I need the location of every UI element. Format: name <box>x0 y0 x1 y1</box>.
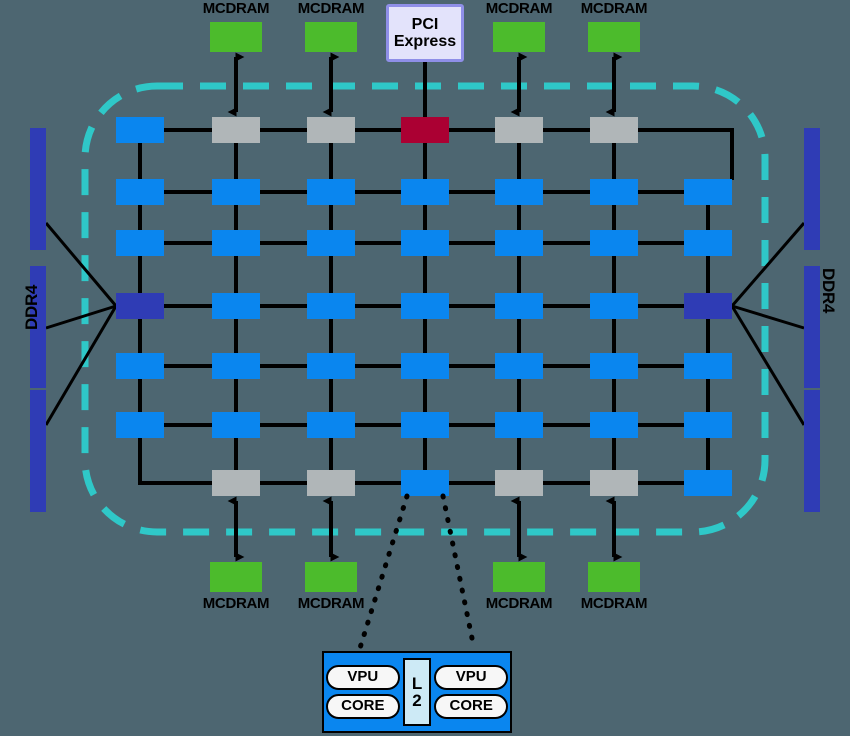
mesh-tile <box>495 470 543 496</box>
ddr4-bank-right <box>804 390 820 512</box>
pci-express-block: PCI Express <box>386 4 464 62</box>
mesh-tile <box>495 117 543 143</box>
mcdram-blocks <box>210 22 640 592</box>
mesh-tile <box>212 293 260 319</box>
mesh-tiles <box>116 117 732 496</box>
ddr4-bank-left <box>30 266 46 388</box>
core-pair-right: VPU CORE <box>434 665 509 719</box>
core-callout-lines <box>357 493 477 651</box>
mcdram-bottom-label: MCDRAM <box>202 595 270 612</box>
mesh-tile <box>307 293 355 319</box>
mesh-tile <box>401 179 449 205</box>
mesh-tile <box>495 353 543 379</box>
mesh-tile <box>116 412 164 438</box>
mesh-tile <box>116 353 164 379</box>
mesh-tile <box>116 117 164 143</box>
mesh-tile <box>212 412 260 438</box>
mcdram-block-top <box>305 22 357 52</box>
mesh-tile <box>401 230 449 256</box>
mesh-tile <box>401 293 449 319</box>
core-pair-left: VPU CORE <box>325 665 400 719</box>
mesh-tile <box>684 412 732 438</box>
mesh-tile <box>590 353 638 379</box>
mcdram-block-top <box>210 22 262 52</box>
mcdram-block-bottom <box>493 562 545 592</box>
mesh-tile <box>212 470 260 496</box>
l2-label-line1: L <box>411 674 423 693</box>
mesh-tile <box>401 117 449 143</box>
mesh-tile <box>495 412 543 438</box>
mesh-tile <box>590 412 638 438</box>
mcdram-block-bottom <box>210 562 262 592</box>
mesh-tile <box>684 353 732 379</box>
mcdram-block-top <box>493 22 545 52</box>
mesh-tile <box>212 117 260 143</box>
mesh-tile <box>212 353 260 379</box>
vpu-right-label: VPU <box>434 665 509 690</box>
ddr4-bank-left <box>30 128 46 250</box>
mesh-links <box>138 60 734 485</box>
pci-express-line2: Express <box>393 33 457 50</box>
mesh-tile <box>307 117 355 143</box>
mcdram-bottom-label: MCDRAM <box>485 595 553 612</box>
vpu-left-label: VPU <box>325 665 400 690</box>
l2-cache-block: L 2 <box>402 658 432 726</box>
mesh-tile <box>684 179 732 205</box>
mesh-tile <box>307 179 355 205</box>
mesh-tile <box>590 470 638 496</box>
mesh-tile <box>401 412 449 438</box>
mcdram-top-label: MCDRAM <box>580 0 648 17</box>
mesh-tile <box>590 179 638 205</box>
mcdram-block-bottom <box>588 562 640 592</box>
core-right-label: CORE <box>434 694 509 719</box>
mcdram-bottom-label: MCDRAM <box>297 595 365 612</box>
core-left-label: CORE <box>325 694 400 719</box>
mesh-tile <box>401 470 449 496</box>
mesh-tile <box>684 470 732 496</box>
mesh-tile <box>495 293 543 319</box>
mcdram-arrows <box>227 52 623 562</box>
mesh-tile <box>590 230 638 256</box>
mesh-tile <box>212 230 260 256</box>
mcdram-block-top <box>588 22 640 52</box>
mesh-tile <box>116 179 164 205</box>
mesh-tile <box>590 293 638 319</box>
mcdram-top-label: MCDRAM <box>485 0 553 17</box>
mesh-tile <box>495 179 543 205</box>
mesh-tile <box>684 293 732 319</box>
mcdram-top-label: MCDRAM <box>297 0 365 17</box>
mesh-tile <box>212 179 260 205</box>
ddr4-left-label: DDR4 <box>22 284 41 330</box>
mesh-tile <box>401 353 449 379</box>
mesh-tile <box>307 470 355 496</box>
mesh-tile <box>307 412 355 438</box>
mcdram-bottom-label: MCDRAM <box>580 595 648 612</box>
mesh-tile <box>116 293 164 319</box>
ddr4-bank-left <box>30 390 46 512</box>
ddr4-banks <box>30 128 820 512</box>
mesh-tile <box>116 230 164 256</box>
ddr4-bank-right <box>804 128 820 250</box>
mesh-tile <box>307 230 355 256</box>
mcdram-block-bottom <box>305 562 357 592</box>
l2-label-line2: 2 <box>412 691 422 710</box>
mesh-tile <box>590 117 638 143</box>
ddr4-connector-lines <box>44 222 806 426</box>
mesh-tile <box>307 353 355 379</box>
mesh-tile <box>495 230 543 256</box>
mesh-tile <box>684 230 732 256</box>
mcdram-top-label: MCDRAM <box>202 0 270 17</box>
ddr4-right-label: DDR4 <box>819 268 838 314</box>
ddr4-bank-right <box>804 266 820 388</box>
pci-express-line1: PCI <box>411 15 439 33</box>
tile-core-detail: VPU CORE L 2 VPU CORE <box>322 651 512 733</box>
